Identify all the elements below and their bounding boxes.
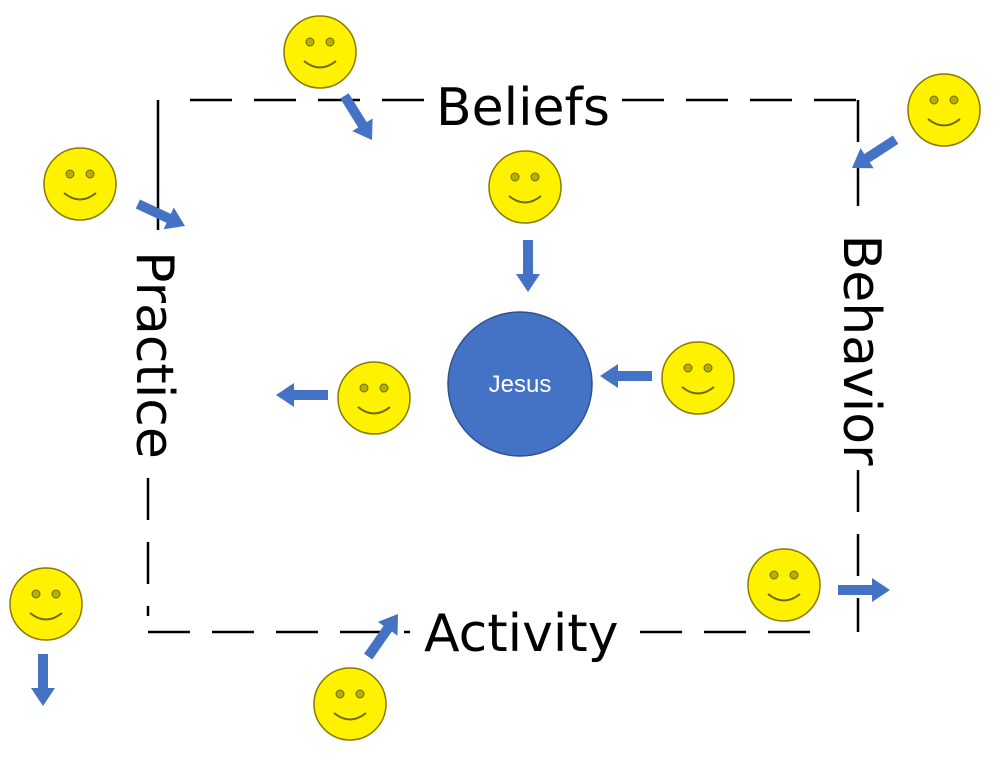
label-beliefs: Beliefs [436, 78, 610, 138]
block-arrow-icon [845, 129, 903, 179]
smiley-face-icon [337, 361, 411, 435]
label-activity: Activity [424, 604, 619, 664]
smiley-face-icon [661, 341, 735, 415]
block-arrow-icon [516, 240, 540, 292]
label-practice: Practice [124, 251, 184, 459]
block-arrow-icon [838, 578, 890, 602]
smiley-face-icon [488, 150, 562, 224]
smiley-face-icon [747, 548, 821, 622]
center-label: Jesus [488, 371, 552, 398]
smiley-face-icon [283, 15, 357, 89]
smiley-face-icon [313, 667, 387, 741]
smiley-face-icon [9, 567, 83, 641]
block-arrow-icon [31, 654, 55, 706]
block-arrow-icon [276, 383, 328, 407]
block-arrow-icon [132, 193, 191, 237]
smiley-face-icon [43, 147, 117, 221]
smiley-face-icon [907, 73, 981, 147]
label-behavior: Behavior [831, 234, 891, 466]
block-arrow-icon [334, 89, 383, 147]
block-arrow-icon [358, 607, 408, 664]
block-arrow-icon [600, 364, 652, 388]
center-circle [447, 311, 593, 457]
